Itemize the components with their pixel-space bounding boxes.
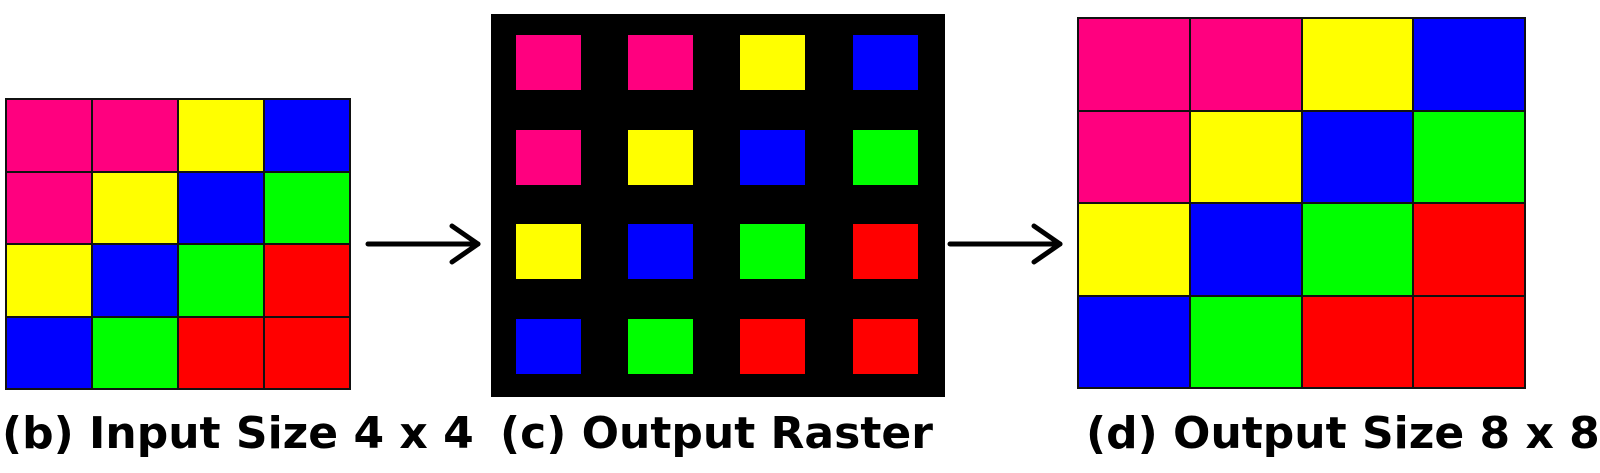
input-grid-cell	[93, 245, 177, 316]
input-grid-cell	[265, 317, 349, 388]
raster-cell	[740, 224, 805, 279]
input-grid-cell	[265, 172, 349, 243]
output-grid-cell	[1414, 204, 1524, 295]
input-grid-cell	[7, 245, 91, 316]
input-caption: (b) Input Size 4 x 4	[2, 408, 474, 459]
arrow-right-icon	[365, 223, 481, 265]
raster-cell	[853, 35, 918, 90]
raster-cell	[628, 130, 693, 185]
output-grid-cell	[1190, 204, 1301, 295]
input-grid-cell	[179, 245, 263, 316]
output-grid-cell	[1079, 19, 1189, 110]
output-grid-cell	[1302, 296, 1413, 387]
raster-cell	[516, 130, 581, 185]
output-grid-cell	[1414, 296, 1524, 387]
output-grid-cell	[1414, 19, 1524, 110]
raster-cell	[628, 35, 693, 90]
input-grid-cell	[265, 100, 349, 171]
output-grid-cell	[1079, 204, 1189, 295]
output-raster-panel	[491, 14, 945, 397]
raster-cell	[628, 224, 693, 279]
raster-cell	[516, 224, 581, 279]
output-grid-cell	[1190, 111, 1301, 202]
input-grid-cell	[265, 245, 349, 316]
raster-caption: (c) Output Raster	[500, 408, 933, 459]
output-grid-cell	[1079, 111, 1189, 202]
output-grid-cell	[1079, 296, 1189, 387]
raster-cell	[853, 224, 918, 279]
input-grid-cell	[179, 172, 263, 243]
arrow-right-icon	[947, 223, 1063, 265]
output-grid-cell	[1190, 296, 1301, 387]
input-grid-cell	[7, 317, 91, 388]
output-grid	[1077, 17, 1526, 389]
input-grid-cell	[93, 100, 177, 171]
raster-cell	[740, 130, 805, 185]
raster-cell	[740, 319, 805, 374]
output-grid-cell	[1302, 111, 1413, 202]
input-grid-cell	[179, 100, 263, 171]
raster-cell	[740, 35, 805, 90]
input-grid-cell	[7, 100, 91, 171]
input-grid-cell	[179, 317, 263, 388]
raster-cell	[516, 35, 581, 90]
input-grid-cell	[93, 172, 177, 243]
raster-cell	[628, 319, 693, 374]
input-grid-cell	[7, 172, 91, 243]
output-grid-cell	[1414, 111, 1524, 202]
raster-cell	[853, 130, 918, 185]
output-grid-cell	[1190, 19, 1301, 110]
raster-cell	[516, 319, 581, 374]
raster-cell	[853, 319, 918, 374]
output-grid-cell	[1302, 19, 1413, 110]
input-grid-cell	[93, 317, 177, 388]
output-grid-cell	[1302, 204, 1413, 295]
input-grid	[5, 98, 351, 390]
output-caption: (d) Output Size 8 x 8	[1086, 408, 1600, 459]
